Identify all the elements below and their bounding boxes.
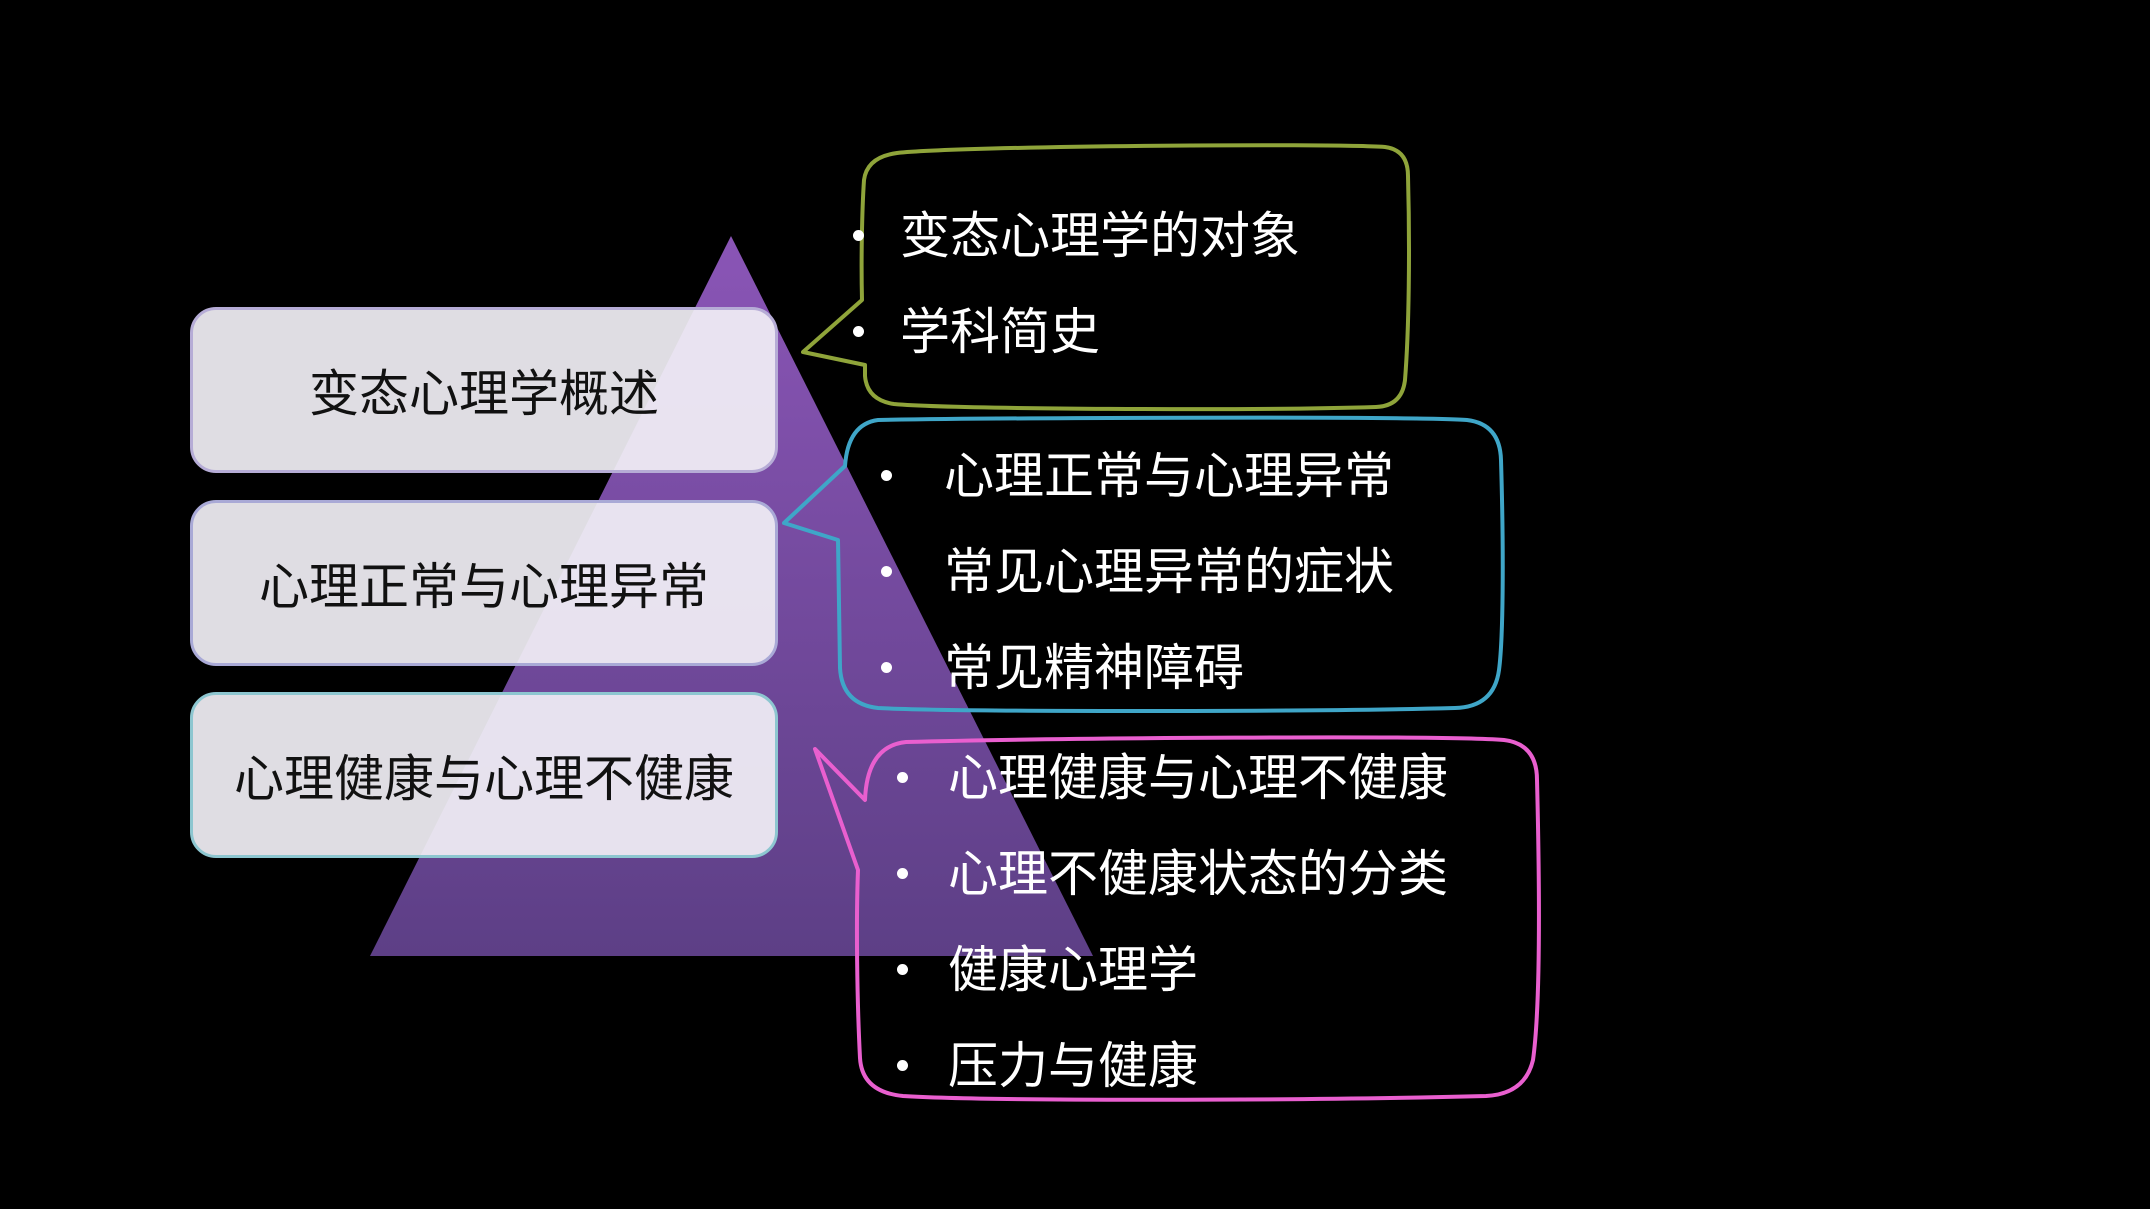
- bullet-icon: [853, 230, 864, 241]
- list-item-text: 变态心理学的对象: [900, 207, 1300, 265]
- list-item: 心理健康与心理不健康: [897, 730, 1448, 826]
- list-item-text: 健康心理学: [948, 941, 1198, 999]
- callout-bubble-2: [782, 415, 1505, 713]
- bullet-icon: [881, 662, 892, 673]
- list-item-text: 心理正常与心理异常: [944, 447, 1394, 505]
- callout-bubble-1: [801, 143, 1411, 412]
- bullet-icon: [897, 1060, 908, 1071]
- callout-list-2: 心理正常与心理异常 常见心理异常的症状 常见精神障碍: [881, 428, 1394, 716]
- level-box-3: 心理健康与心理不健康: [190, 692, 778, 858]
- level-box-2: 心理正常与心理异常: [190, 500, 778, 666]
- list-item-text: 心理健康与心理不健康: [948, 749, 1448, 807]
- list-item: 压力与健康: [897, 1018, 1448, 1114]
- bullet-icon: [897, 964, 908, 975]
- level-label-3: 心理健康与心理不健康: [234, 750, 734, 808]
- list-item: 心理不健康状态的分类: [897, 826, 1448, 922]
- level-box-1: 变态心理学概述: [190, 307, 778, 473]
- bullet-icon: [881, 566, 892, 577]
- bullet-icon: [853, 326, 864, 337]
- list-item: 心理正常与心理异常: [881, 428, 1394, 524]
- callout-list-3: 心理健康与心理不健康 心理不健康状态的分类 健康心理学 压力与健康: [897, 730, 1448, 1114]
- list-item-text: 压力与健康: [948, 1037, 1198, 1095]
- bullet-icon: [897, 868, 908, 879]
- list-item: 常见心理异常的症状: [881, 524, 1394, 620]
- bullet-icon: [881, 470, 892, 481]
- level-label-2: 心理正常与心理异常: [259, 558, 709, 616]
- list-item-text: 常见精神障碍: [944, 639, 1244, 697]
- callout-bubble-3: [813, 735, 1541, 1102]
- list-item: 常见精神障碍: [881, 620, 1394, 716]
- list-item: 健康心理学: [897, 922, 1448, 1018]
- bullet-icon: [897, 772, 908, 783]
- list-item-text: 常见心理异常的症状: [944, 543, 1394, 601]
- level-label-1: 变态心理学概述: [309, 365, 659, 423]
- list-item: 学科简史: [853, 284, 1300, 380]
- list-item: 变态心理学的对象: [853, 188, 1300, 284]
- callout-list-1: 变态心理学的对象 学科简史: [853, 188, 1300, 380]
- list-item-text: 心理不健康状态的分类: [948, 845, 1448, 903]
- list-item-text: 学科简史: [900, 303, 1100, 361]
